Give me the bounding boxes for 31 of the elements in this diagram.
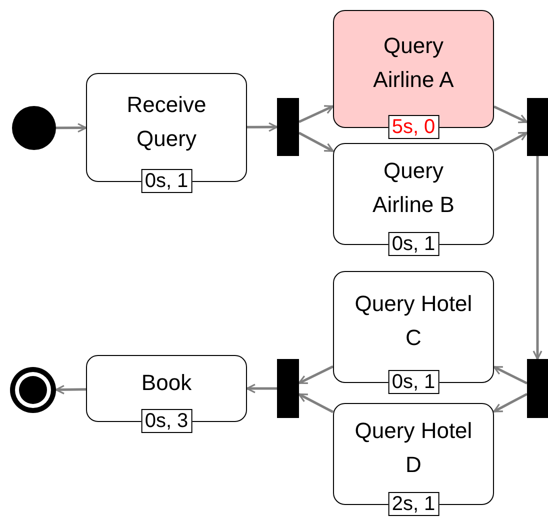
action-label: Book: [141, 368, 192, 396]
timing-tag: 0s, 1: [388, 370, 440, 394]
arrow: [532, 156, 542, 360]
timing-tag: 2s, 1: [388, 492, 440, 516]
timing-tag: 5s, 0: [388, 115, 440, 139]
timing-tag: 0s, 1: [140, 169, 192, 193]
timing-tag: 0s, 3: [140, 409, 192, 433]
action-label: Query Hotel D: [354, 417, 474, 479]
arrow: [298, 393, 334, 414]
sync-bar: [277, 98, 299, 156]
sync-bar: [527, 359, 548, 418]
arrow: [493, 392, 528, 413]
arrow: [246, 384, 277, 394]
arrow: [493, 132, 528, 152]
arrow: [298, 105, 334, 124]
action-label: Receive Query: [126, 90, 208, 153]
action-label: Query Airline A: [372, 32, 455, 94]
action-label: Query Airline B: [372, 157, 456, 219]
sync-bar: [277, 359, 299, 418]
arrow: [493, 366, 528, 384]
action-label: Query Hotel C: [354, 290, 474, 352]
arrow: [247, 122, 278, 132]
arrow: [298, 132, 334, 152]
start-node: [12, 106, 56, 150]
timing-tag: 0s, 1: [388, 232, 440, 256]
arrow: [493, 106, 528, 124]
arrow: [298, 365, 334, 384]
arrow: [56, 123, 87, 133]
end-node: [10, 367, 56, 413]
arrow: [55, 384, 86, 394]
sync-bar: [527, 98, 548, 156]
